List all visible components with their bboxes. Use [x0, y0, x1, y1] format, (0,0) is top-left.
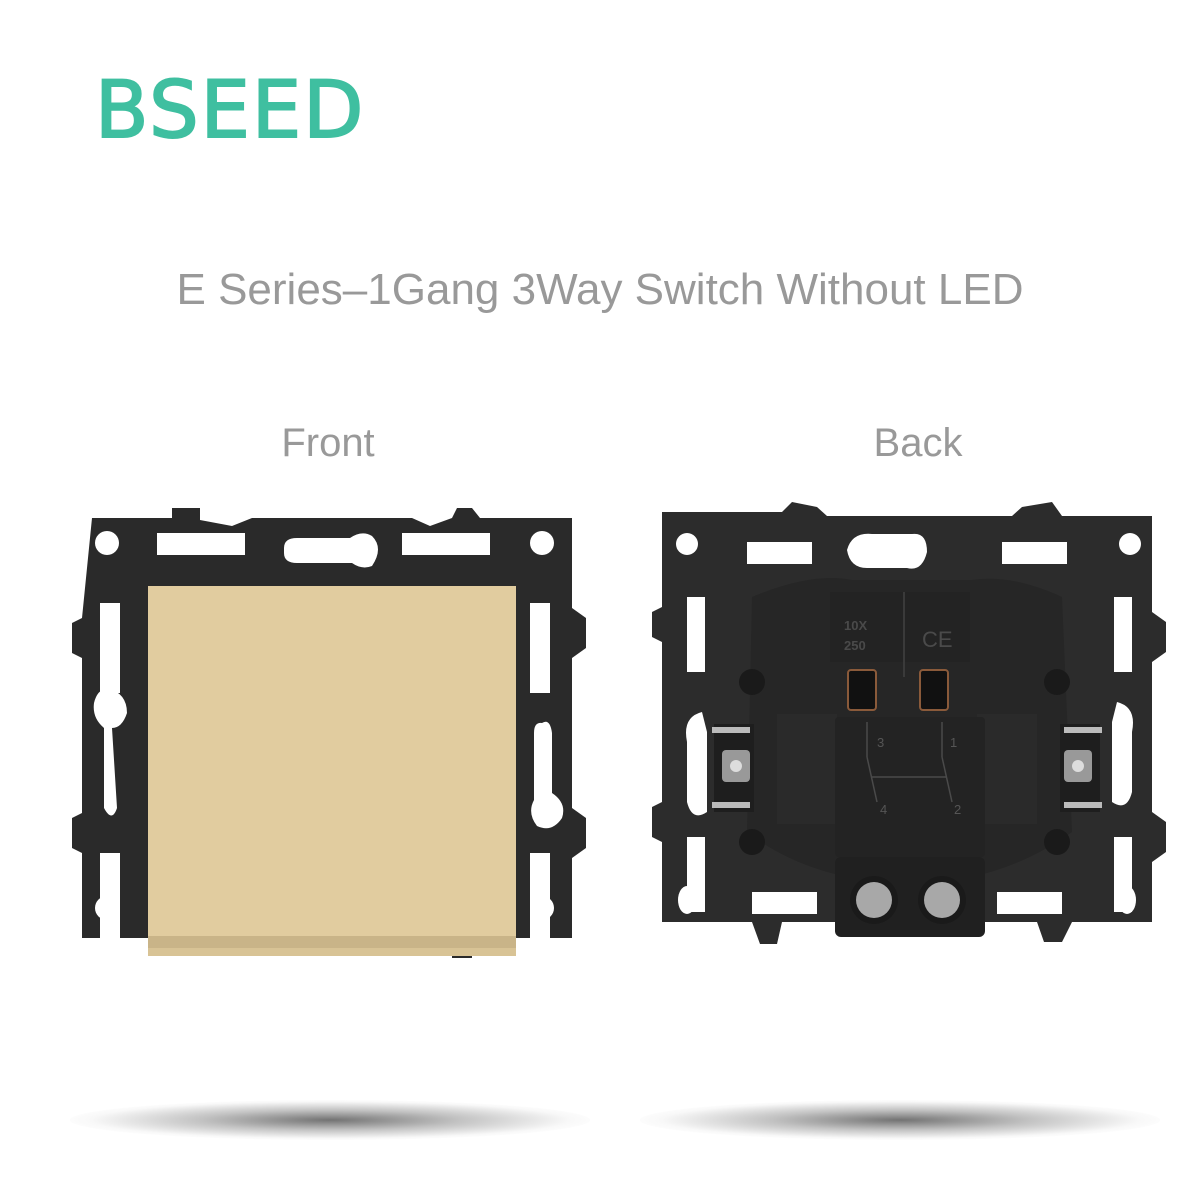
back-view-image: 10X 250 CE 3 1 4 2	[652, 502, 1166, 958]
terminal-3: 3	[877, 735, 884, 750]
terminal-1: 1	[950, 735, 957, 750]
product-title: E Series–1Gang 3Way Switch Without LED	[176, 265, 1024, 314]
front-view-label: Front	[281, 421, 375, 465]
brand-logo: BSEED	[94, 66, 366, 156]
rating-top-text: 10X	[844, 618, 867, 633]
ce-mark: CE	[922, 627, 953, 652]
terminal-2: 2	[954, 802, 961, 817]
front-view-shadow	[70, 1100, 590, 1140]
back-view-shadow	[640, 1100, 1160, 1140]
terminal-4: 4	[880, 802, 887, 817]
rocker-panel	[148, 586, 516, 946]
back-view-label: Back	[873, 421, 963, 465]
front-view-image	[72, 508, 586, 964]
rating-bottom-text: 250	[844, 638, 866, 653]
